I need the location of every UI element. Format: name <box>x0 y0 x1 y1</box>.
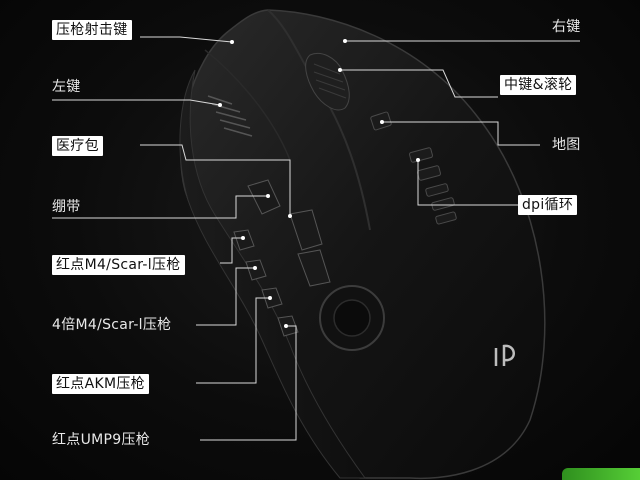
left-key-grill <box>207 95 253 137</box>
brand-logo <box>494 344 515 366</box>
label-dpi-cycle: dpi循环 <box>518 195 578 215</box>
left-button-edge <box>204 49 291 161</box>
green-accent-bar <box>562 468 640 480</box>
label-press-shoot-key: 压枪射击键 <box>52 20 132 40</box>
label-middle-scroll: 中键&滚轮 <box>500 75 577 95</box>
mouse-side-panel <box>179 69 366 479</box>
scroll-wheel <box>305 53 350 111</box>
label-medkit: 医疗包 <box>52 136 103 156</box>
label-bandage: 绷带 <box>52 199 81 215</box>
label-map: 地图 <box>552 137 581 153</box>
mouse-shell <box>180 9 546 480</box>
side-buttons <box>233 179 331 337</box>
leader-lines <box>52 36 580 441</box>
label-red-dot-akm: 红点AKM压枪 <box>52 374 149 394</box>
label-red-dot-m4: 红点M4/Scar-l压枪 <box>52 255 185 275</box>
label-4x-m4: 4倍M4/Scar-l压枪 <box>52 317 172 333</box>
dpi-buttons <box>409 147 457 225</box>
label-right-key: 右键 <box>552 19 581 35</box>
label-left-key: 左键 <box>52 79 81 95</box>
thumb-ring-inner <box>333 299 371 337</box>
label-red-dot-ump9: 红点UMP9压枪 <box>52 432 151 448</box>
leader-dots <box>218 39 420 328</box>
